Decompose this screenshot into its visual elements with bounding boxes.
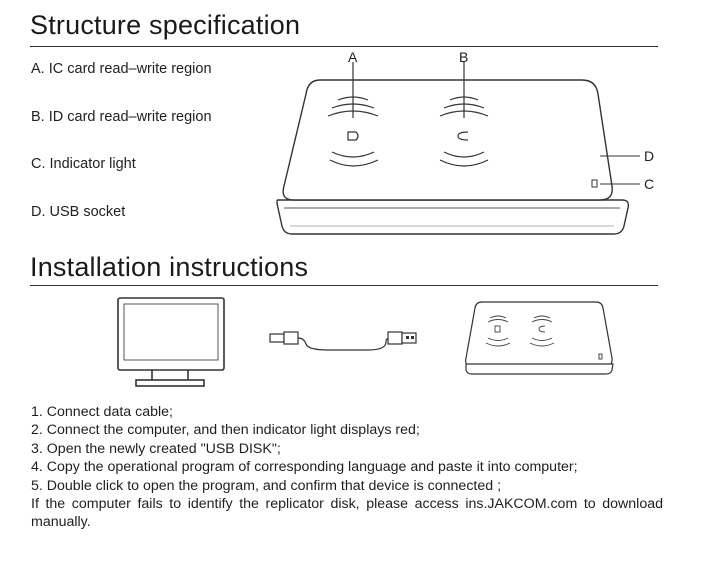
reader-top xyxy=(282,79,613,201)
usb-cable-illustration xyxy=(269,331,417,351)
monitor-illustration xyxy=(117,297,225,387)
ic-region-symbol xyxy=(327,62,379,167)
label-usb-socket: D. USB socket xyxy=(31,204,126,220)
step-2: 2. Connect the computer, and then indica… xyxy=(31,422,420,439)
card-reader-diagram: A B D C xyxy=(276,49,654,235)
reader-illustration xyxy=(465,301,614,375)
callout-d: D xyxy=(644,148,654,164)
step-5: 5. Double click to open the program, and… xyxy=(31,477,502,494)
installation-heading: Installation instructions xyxy=(30,252,309,282)
label-id-region: B. ID card read–write region xyxy=(31,109,212,125)
indicator-light xyxy=(591,179,598,188)
step-3: 3. Open the newly created "USB DISK"; xyxy=(31,440,281,457)
label-indicator-light: C. Indicator light xyxy=(31,156,136,172)
structure-heading: Structure specification xyxy=(30,10,301,40)
step-4: 4. Copy the operational program of corre… xyxy=(31,459,578,476)
callout-a: A xyxy=(348,49,358,65)
label-ic-region: A. IC card read–write region xyxy=(31,61,212,77)
download-note: If the computer fails to identify the re… xyxy=(31,496,663,531)
step-1: 1. Connect data cable; xyxy=(31,404,173,420)
installation-steps: 1. Connect data cable; 2. Connect the co… xyxy=(31,403,671,532)
reader-base xyxy=(276,199,630,235)
id-region-symbol xyxy=(439,62,489,167)
installation-divider xyxy=(30,285,658,286)
callout-c: C xyxy=(644,176,654,192)
structure-divider xyxy=(30,46,658,47)
callout-b: B xyxy=(459,49,468,65)
